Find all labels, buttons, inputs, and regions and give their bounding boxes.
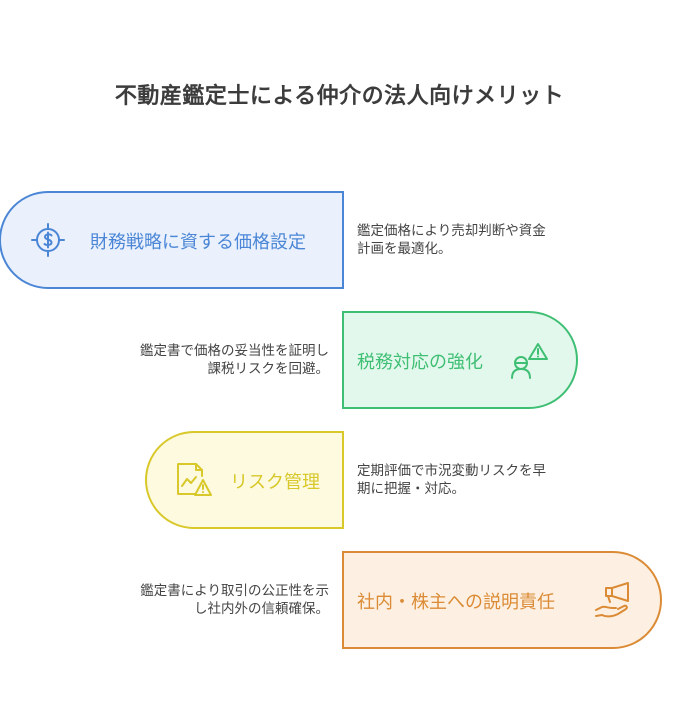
card-description: 鑑定価格により売却判断や資金 計画を最適化。 [357,223,546,257]
megaphone-hand-icon [594,580,634,620]
card-label: 財務戦略に資する価格設定 [90,232,306,253]
target-dollar-icon [30,222,66,258]
card-description: 鑑定書で価格の妥当性を証明し 課税リスクを回避。 [140,343,329,377]
card-label: 社内・株主への説明責任 [357,592,555,613]
card-label: 税務対応の強化 [357,352,483,373]
card-4-shape [342,551,662,649]
card-3-shape [145,431,344,529]
card-description: 鑑定書により取引の公正性を示 し社内外の信頼確保。 [140,583,329,617]
page-title: 不動産鑑定士による仲介の法人向けメリット [114,84,565,109]
chart-warning-icon [174,460,214,500]
card-2-shape [342,311,578,409]
person-warning-icon [508,340,550,380]
card-1-shape [0,191,344,289]
card-label: リスク管理 [230,472,320,493]
card-description: 定期評価で市況変動リスクを早 期に把握・対応。 [357,463,546,497]
